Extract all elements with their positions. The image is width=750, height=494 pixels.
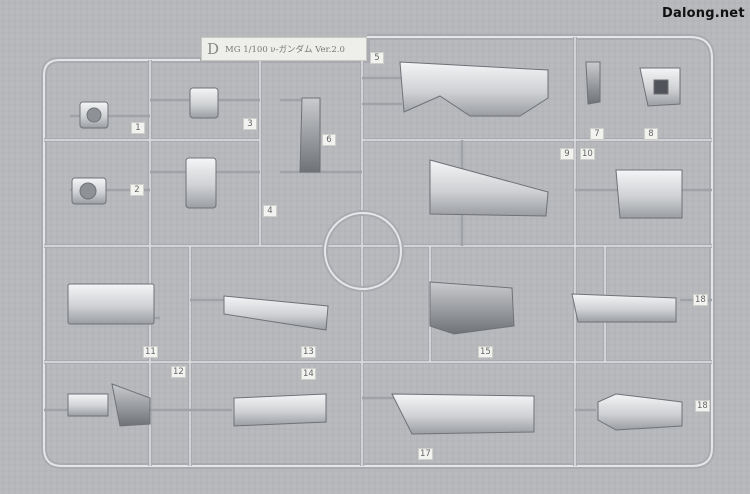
part-number-label: 9 <box>560 148 574 160</box>
sprue-tag: D MG 1/100 ν-ガンダム Ver.2.0 <box>201 37 367 61</box>
part-number-label: 5 <box>370 52 384 64</box>
part-number-label: 12 <box>171 366 186 378</box>
part-number-label: 11 <box>143 346 158 358</box>
part-number-label: 10 <box>580 148 595 160</box>
part-number-label: 7 <box>590 128 604 140</box>
watermark: Dalong.net <box>662 6 745 21</box>
part-number-label: 18 <box>695 400 710 412</box>
parts <box>67 61 683 435</box>
part-number-label: 8 <box>644 128 658 140</box>
part-number-label: 2 <box>130 184 144 196</box>
part-number-label: 14 <box>301 368 316 380</box>
part-number-label: 4 <box>263 205 277 217</box>
sprue-letter: D <box>207 40 220 58</box>
part-number-label: 1 <box>131 122 145 134</box>
part-number-label: 15 <box>478 346 493 358</box>
sprue-name: MG 1/100 ν-ガンダム Ver.2.0 <box>225 45 345 55</box>
part-number-label: 6 <box>322 134 336 146</box>
part-number-label: 3 <box>243 118 257 130</box>
part-number-label: 13 <box>301 346 316 358</box>
part-number-label: 17 <box>418 448 433 460</box>
part-number-label: 18 <box>693 294 708 306</box>
